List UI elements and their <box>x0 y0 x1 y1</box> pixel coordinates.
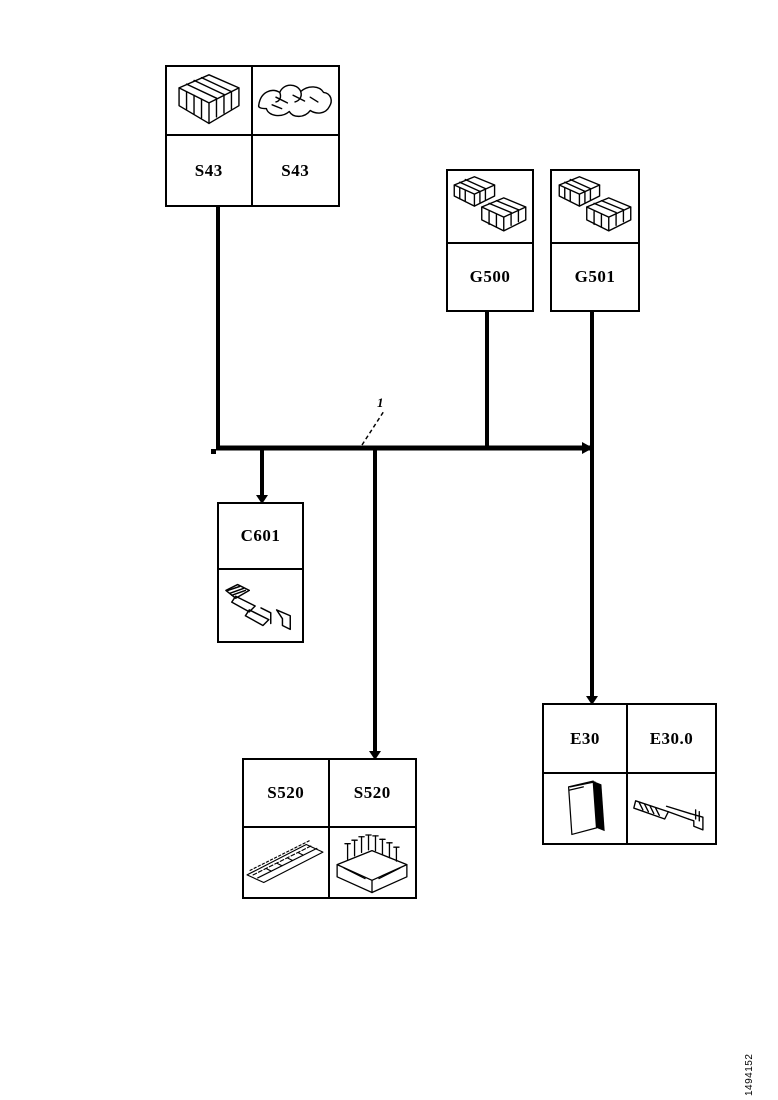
bus-left-end-tick <box>211 449 216 454</box>
s43-image-cell-1 <box>167 67 253 136</box>
s520-image-cell-1 <box>244 827 330 897</box>
part-label-s43-2: S43 <box>281 160 310 180</box>
part-box-g501: G501 <box>550 169 640 312</box>
part-label-e30: E30 <box>570 728 600 748</box>
c601-image-cell <box>219 570 302 641</box>
part-box-e30: E30 E30.0 <box>542 703 717 845</box>
connector-cluster-sketch <box>258 83 333 117</box>
dual-module-sketch <box>558 175 632 232</box>
part-box-g500: G500 <box>446 169 534 312</box>
s520-image-cell-2 <box>330 828 416 897</box>
drawing-number: 1494152 <box>744 1053 755 1096</box>
callout-label: 1 <box>377 395 384 410</box>
part-label-c601: C601 <box>240 526 281 545</box>
g500-image-cell <box>448 171 532 244</box>
g501-label-cell: G501 <box>552 244 638 310</box>
g501-image-cell <box>552 171 638 244</box>
s520-label-cell-1: S520 <box>244 760 330 828</box>
part-box-s520: S520 S520 <box>242 758 417 899</box>
part-label-s43-1: S43 <box>194 160 223 180</box>
e30-0-label-cell: E30.0 <box>628 705 715 774</box>
part-label-e30-0: E30.0 <box>649 728 694 748</box>
part-box-c601: C601 <box>217 502 304 643</box>
e30-image-cell <box>544 774 629 843</box>
part-box-s43: S43 S43 <box>165 65 340 207</box>
part-label-s520-2: S520 <box>353 782 391 802</box>
dual-module-sketch <box>453 175 527 232</box>
part-label-s520-1: S520 <box>267 782 305 802</box>
relay-module-sketch <box>178 73 240 124</box>
s520-label-cell-2: S520 <box>329 760 415 828</box>
part-label-g500: G500 <box>469 267 511 286</box>
s43-label-cell-1: S43 <box>167 136 253 205</box>
e30-label-cell: E30 <box>544 705 629 774</box>
c601-label-cell: C601 <box>219 504 302 570</box>
fuse-block-sketch <box>336 834 408 894</box>
bus-right-arrowhead <box>582 442 593 454</box>
control-panel-sketch <box>567 779 605 835</box>
e30-0-image-cell <box>628 774 715 843</box>
callout-leader-line <box>361 410 385 446</box>
g500-label-cell: G500 <box>448 244 532 310</box>
bus-rail-sketch <box>246 840 324 884</box>
connector-strip-sketch <box>224 583 291 630</box>
bracket-clip-sketch <box>632 799 704 831</box>
s43-label-cell-2: S43 <box>253 136 339 205</box>
s43-image-cell-2 <box>252 67 338 136</box>
part-label-g501: G501 <box>574 267 616 286</box>
